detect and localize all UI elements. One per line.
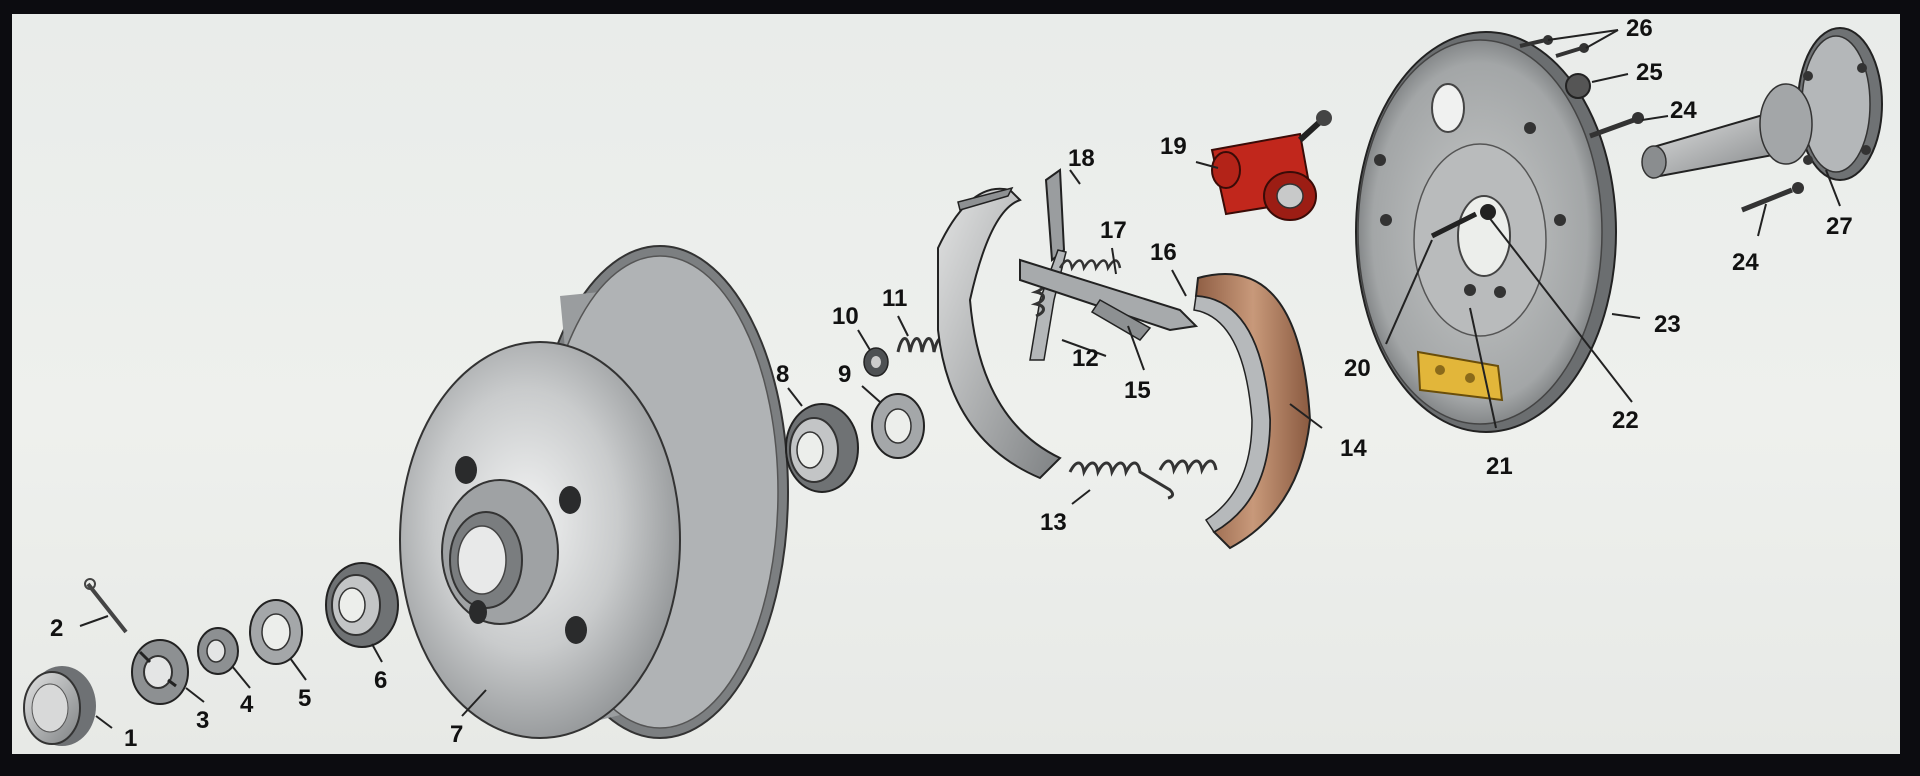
callout-8: 8 — [776, 361, 789, 388]
part-flange-nut — [1565, 73, 1591, 99]
callout-1: 1 — [124, 725, 137, 752]
part-return-spring-lower — [1068, 459, 1218, 500]
part-dust-cap — [23, 666, 96, 746]
callout-16: 16 — [1150, 239, 1177, 266]
part-cotter-pin — [84, 578, 128, 634]
part-brake-shoe-right — [1193, 273, 1312, 550]
callout-18: 18 — [1068, 145, 1095, 172]
part-adjuster-strut — [1019, 258, 1199, 341]
part-hold-down-spring — [896, 337, 948, 353]
callout-23: 23 — [1654, 311, 1681, 338]
part-retainer-cup — [863, 347, 889, 377]
callout-5: 5 — [298, 685, 311, 712]
callout-labels: 1 2 3 4 5 6 7 8 9 10 11 12 13 14 15 16 1… — [50, 15, 1853, 752]
callout-10: 10 — [832, 303, 859, 330]
callout-24-upper: 24 — [1670, 97, 1697, 124]
part-grease-seal — [871, 393, 925, 459]
part-stub-axle — [1641, 27, 1883, 181]
part-brake-shoe-left — [937, 186, 1062, 480]
leader-lines — [79, 29, 1841, 729]
callout-4: 4 — [240, 691, 254, 718]
part-outer-bearing — [325, 562, 399, 648]
callout-13: 13 — [1040, 509, 1067, 536]
callout-2: 2 — [50, 615, 63, 642]
part-washer — [249, 599, 303, 665]
callout-20: 20 — [1344, 355, 1371, 382]
part-backing-plate — [1355, 31, 1617, 433]
callout-9: 9 — [838, 361, 851, 388]
callout-19: 19 — [1160, 133, 1187, 160]
part-inner-bearing — [785, 403, 859, 493]
part-adjuster-block — [1416, 350, 1504, 402]
callout-14: 14 — [1340, 435, 1367, 462]
callout-11: 11 — [882, 285, 907, 312]
callout-12: 12 — [1072, 345, 1099, 372]
part-brake-drum — [399, 245, 789, 739]
callout-24-lower: 24 — [1732, 249, 1759, 276]
callout-21: 21 — [1486, 453, 1513, 480]
part-nut — [197, 627, 239, 675]
part-castle-nut — [131, 639, 189, 705]
callout-17: 17 — [1100, 217, 1127, 244]
callout-27: 27 — [1826, 213, 1853, 240]
callout-25: 25 — [1636, 59, 1663, 86]
callout-7: 7 — [450, 721, 463, 748]
callout-26: 26 — [1626, 15, 1653, 42]
part-wheel-cylinder — [1210, 110, 1332, 221]
part-bolt-upper — [1589, 112, 1644, 139]
part-bolt-lower — [1741, 182, 1804, 213]
callout-15: 15 — [1124, 377, 1151, 404]
callout-6: 6 — [374, 667, 387, 694]
callout-22: 22 — [1612, 407, 1639, 434]
callout-3: 3 — [196, 707, 209, 734]
